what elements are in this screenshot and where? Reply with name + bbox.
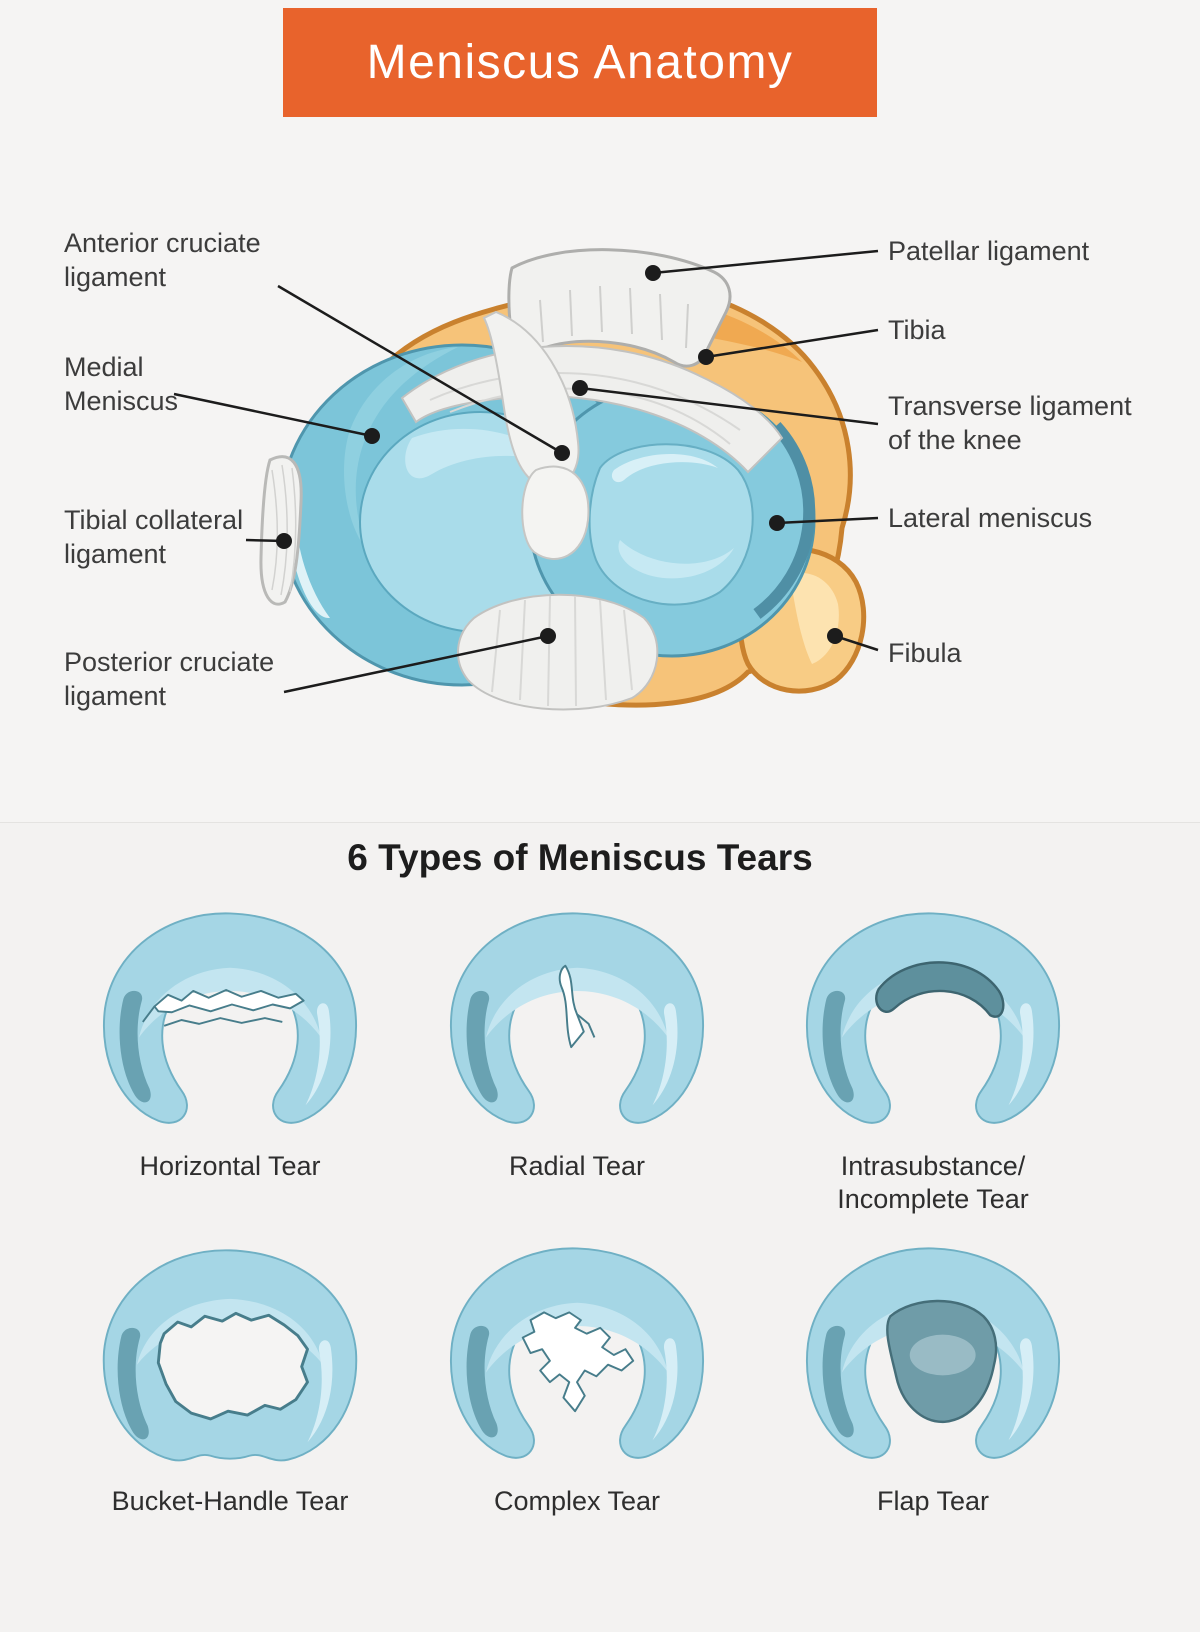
tears-section: 6 Types of Meniscus Tears Horizontal Tea… [0, 822, 1200, 1632]
leader-dot-transverse [572, 380, 588, 396]
leader-line-acl [277, 284, 563, 455]
label-medial-meniscus: Medial Meniscus [64, 352, 179, 416]
leader-dots [276, 265, 843, 644]
tear-label-complex: Complex Tear [493, 1486, 661, 1516]
lateral-plateau-highlight [618, 540, 734, 579]
leader-dot-acl [554, 445, 570, 461]
tear-label-bucket-handle: Bucket-Handle Tear [111, 1486, 349, 1516]
title-banner: Meniscus Anatomy [283, 8, 877, 117]
bucket-handle-tear-illustration [102, 1249, 358, 1462]
label-patellar-ligament: Patellar ligament [888, 236, 1090, 266]
label-transverse-ligament: Transverse ligament of the knee [888, 391, 1132, 455]
radial-tear-illustration [450, 912, 704, 1124]
label-tibia: Tibia [888, 315, 946, 345]
tear-label-intrasubstance: Intrasubstance/ Incomplete Tear [837, 1151, 1029, 1214]
central-ligament-knob [521, 465, 590, 560]
transverse-ligament-shape [400, 345, 784, 474]
tear-label-radial: Radial Tear [508, 1151, 646, 1181]
label-lateral-meniscus: Lateral meniscus [888, 503, 1093, 533]
medial-meniscus-ring-highlight [344, 347, 458, 552]
pcl-shape [456, 593, 659, 711]
patellar-ligament-striations [539, 285, 689, 349]
tear-cell-intrasubstance: Intrasubstance/ Incomplete Tear [763, 894, 1103, 1216]
tear-cell-horizontal: Horizontal Tear [60, 894, 400, 1183]
label-tibial-collateral-ligament: Tibial collateral ligament [64, 505, 244, 569]
leader-dot-tibia [698, 349, 714, 365]
label-anterior-cruciate-ligament: Anterior cruciate ligament [64, 228, 261, 292]
knee-anatomy-illustration [173, 248, 879, 711]
leader-dot-patellar [645, 265, 661, 281]
tear-label-flap: Flap Tear [876, 1486, 990, 1516]
leader-line-pcl [283, 634, 549, 694]
tear-label-horizontal: Horizontal Tear [139, 1151, 321, 1181]
tear-cell-complex: Complex Tear [407, 1229, 747, 1518]
leader-line-patellar [652, 249, 879, 275]
tcl-shape [259, 455, 303, 606]
complex-tear-illustration [450, 1247, 704, 1459]
leader-line-medial-meniscus [173, 392, 373, 438]
label-posterior-cruciate-ligament: Posterior cruciate ligament [64, 647, 275, 711]
leader-dot-pcl [540, 628, 556, 644]
tear-cell-radial: Radial Tear [407, 894, 747, 1183]
lateral-plateau [588, 443, 754, 606]
leader-dot-medial-meniscus [364, 428, 380, 444]
leader-line-lateral-meniscus [776, 516, 879, 525]
leader-dot-lateral-meniscus [769, 515, 785, 531]
lateral-meniscus-shadow [753, 421, 816, 619]
pcl-striations [491, 595, 633, 707]
intrasubstance-tear-illustration [806, 912, 1060, 1124]
leader-line-transverse [579, 386, 879, 426]
lateral-plateau-sheen [611, 453, 718, 483]
tears-heading: 6 Types of Meniscus Tears [347, 837, 813, 878]
leader-dot-tcl [276, 533, 292, 549]
leader-line-tibia [705, 328, 879, 359]
tear-cell-bucket-handle: Bucket-Handle Tear [60, 1229, 400, 1518]
label-fibula: Fibula [888, 638, 962, 668]
leader-lines [173, 249, 879, 694]
flap-tear-illustration [806, 1247, 1060, 1459]
horizontal-tear-illustration [103, 912, 357, 1124]
tear-cell-flap: Flap Tear [763, 1229, 1103, 1518]
fibula-highlight [790, 573, 839, 664]
leader-dot-fibula [827, 628, 843, 644]
page-title: Meniscus Anatomy [366, 36, 794, 89]
